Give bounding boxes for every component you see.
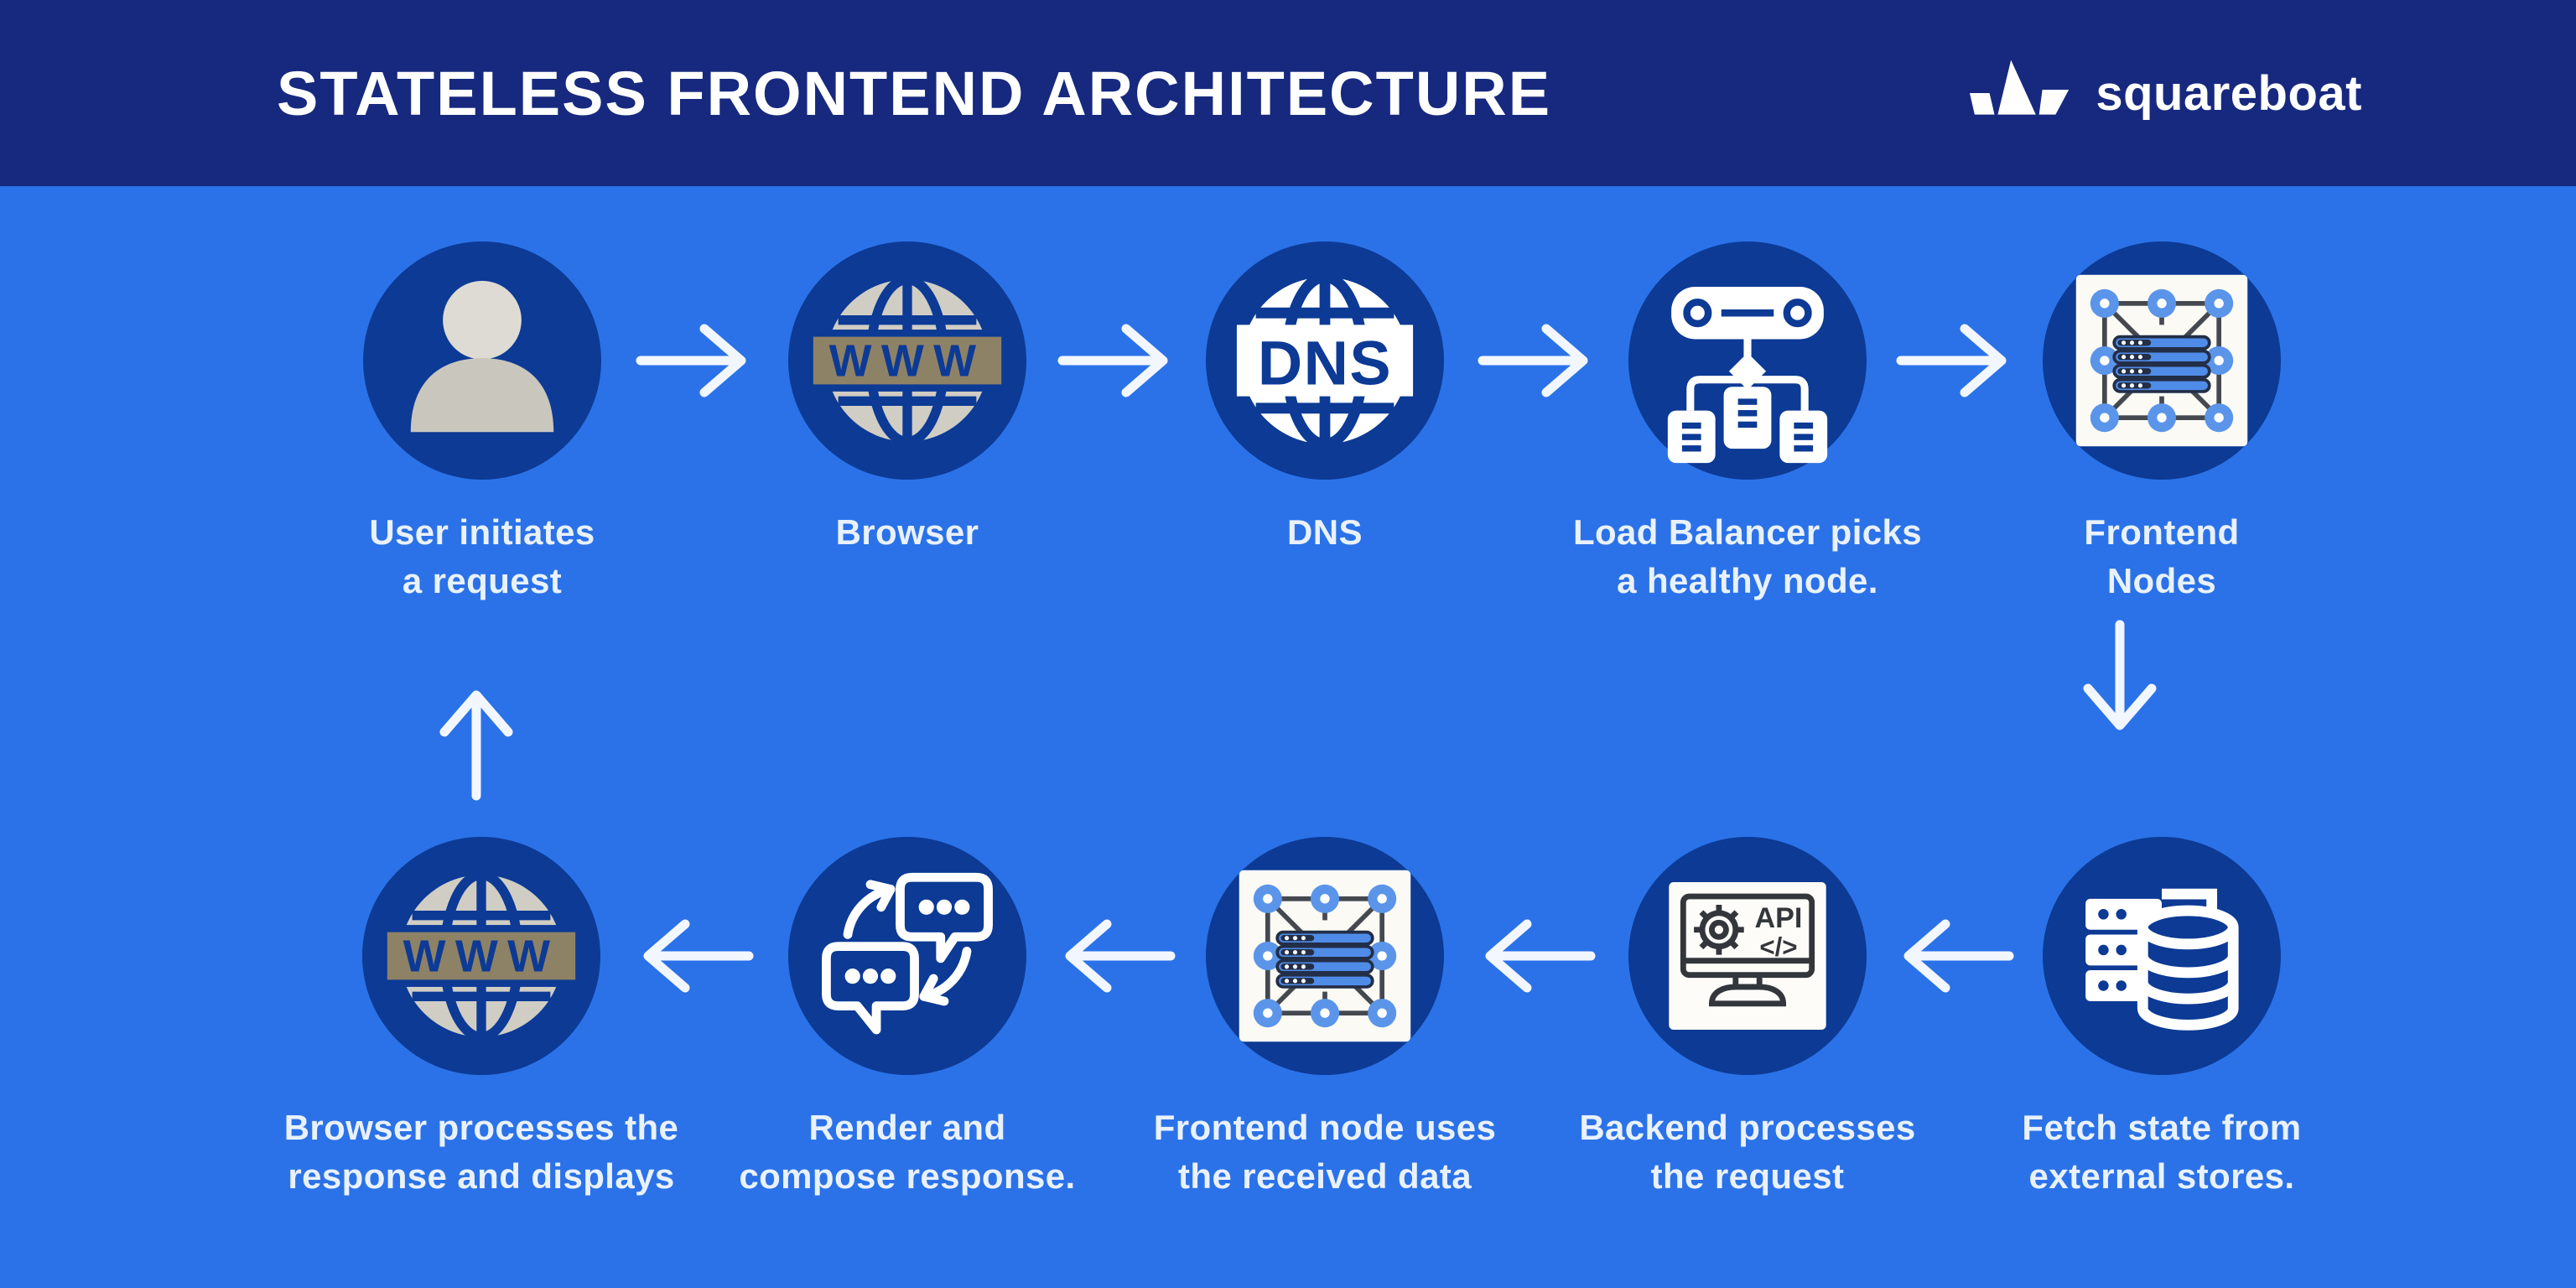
network-nodes-icon [1206,837,1444,1075]
database-fetch-icon [2043,837,2281,1075]
page-title: STATELESS FRONTEND ARCHITECTURE [277,58,1552,128]
label-line: the request [1650,1156,1845,1196]
flow-node-user: User initiates a request [247,242,717,605]
node-label: Frontend node uses the received data [1154,1104,1497,1201]
squareboat-boat-icon [1970,60,2070,115]
label-line: Render and [808,1108,1006,1147]
node-label: Render and compose response. [739,1104,1075,1201]
network-nodes-icon [2043,242,2281,480]
www-globe-icon [362,837,600,1075]
label-line [1287,557,1363,605]
left-arrow-icon [1903,919,2014,993]
right-arrow-icon [636,324,746,397]
label-line: external stores. [2028,1156,2295,1196]
node-label: Fetch state from external stores. [2022,1104,2301,1201]
user-icon [363,242,601,480]
flow-node-browser: Browser [673,242,1142,605]
flow-node-frontend-uses-data: Frontend node uses the received data [1090,837,1560,1201]
brand-name: squareboat [2096,65,2362,121]
flow-node-render-compose: Render and compose response. [673,837,1142,1201]
flow-node-backend: Backend processes the request [1513,837,1982,1201]
flow-node-frontend-nodes: Frontend Nodes [1927,242,2397,605]
label-line: Browser processes the [283,1108,679,1147]
load-balancer-icon [1628,242,1867,480]
left-arrow-icon [1485,919,1596,993]
label-line: User initiates [369,512,595,552]
www-globe-icon [788,242,1026,480]
label-line: Fetch state from [2022,1108,2302,1147]
node-label: Browser processes the response and displ… [284,1104,679,1201]
backend-api-icon [1628,837,1867,1075]
down-arrow-icon [2083,620,2157,730]
label-line: a request [402,560,563,600]
dns-globe-icon [1206,242,1444,480]
flow-node-load-balancer: Load Balancer picks a healthy node. [1513,242,1982,605]
right-arrow-icon [1478,324,1588,397]
brand-logo: squareboat [1968,58,2362,128]
label-line: Backend processes [1579,1108,1916,1147]
label-line: Nodes [2106,560,2217,600]
label-line: Frontend node uses [1153,1108,1497,1147]
label-line: a healthy node. [1617,560,1878,600]
label-line: Frontend [2084,512,2240,552]
node-label: DNS [1287,508,1363,605]
flow-node-browser-display: Browser processes the response and displ… [247,837,716,1201]
label-line: Browser [835,512,979,552]
node-label: Frontend Nodes [2084,508,2239,605]
flow-node-dns: DNS [1090,242,1560,605]
label-line: response and displays [288,1156,675,1196]
label-line: the received data [1178,1156,1472,1196]
label-line: Load Balancer picks [1572,512,1923,552]
right-arrow-icon [1896,324,2007,397]
node-label: Backend processes the request [1579,1104,1915,1201]
node-label: User initiates a request [369,508,595,605]
up-arrow-icon [439,690,513,801]
label-line: DNS [1287,512,1363,552]
chat-exchange-icon [788,837,1026,1075]
header-bar: STATELESS FRONTEND ARCHITECTURE squarebo… [0,0,2576,186]
left-arrow-icon [643,919,754,993]
right-arrow-icon [1057,324,1168,397]
node-label: Browser [836,508,979,605]
node-label: Load Balancer picks a healthy node. [1573,508,1922,605]
flow-node-fetch-state: Fetch state from external stores. [1927,837,2397,1201]
label-line [836,557,979,605]
label-line: compose response. [739,1156,1076,1196]
left-arrow-icon [1065,919,1176,993]
